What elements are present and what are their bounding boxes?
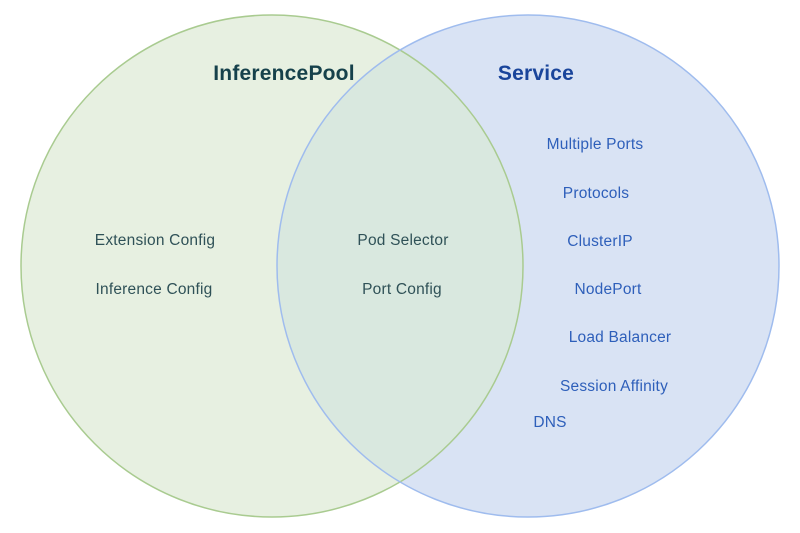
item-extension-config: Extension Config bbox=[94, 232, 216, 249]
inferencepool-circle-outline bbox=[20, 14, 524, 518]
item-session-affinity: Session Affinity bbox=[559, 378, 669, 395]
item-nodeport: NodePort bbox=[574, 281, 642, 298]
item-multiple-ports: Multiple Ports bbox=[546, 136, 644, 153]
service-title: Service bbox=[497, 62, 575, 85]
item-inference-config: Inference Config bbox=[95, 281, 213, 298]
item-port-config: Port Config bbox=[362, 281, 442, 298]
overlap-region bbox=[276, 50, 524, 482]
item-pod-selector: Pod Selector bbox=[357, 232, 449, 249]
inferencepool-title: InferencePool bbox=[213, 62, 355, 85]
item-clusterip: ClusterIP bbox=[567, 233, 633, 250]
item-load-balancer: Load Balancer bbox=[568, 329, 672, 346]
service-circle-outline bbox=[276, 14, 780, 518]
item-protocols: Protocols bbox=[562, 185, 630, 202]
item-dns: DNS bbox=[533, 414, 567, 431]
